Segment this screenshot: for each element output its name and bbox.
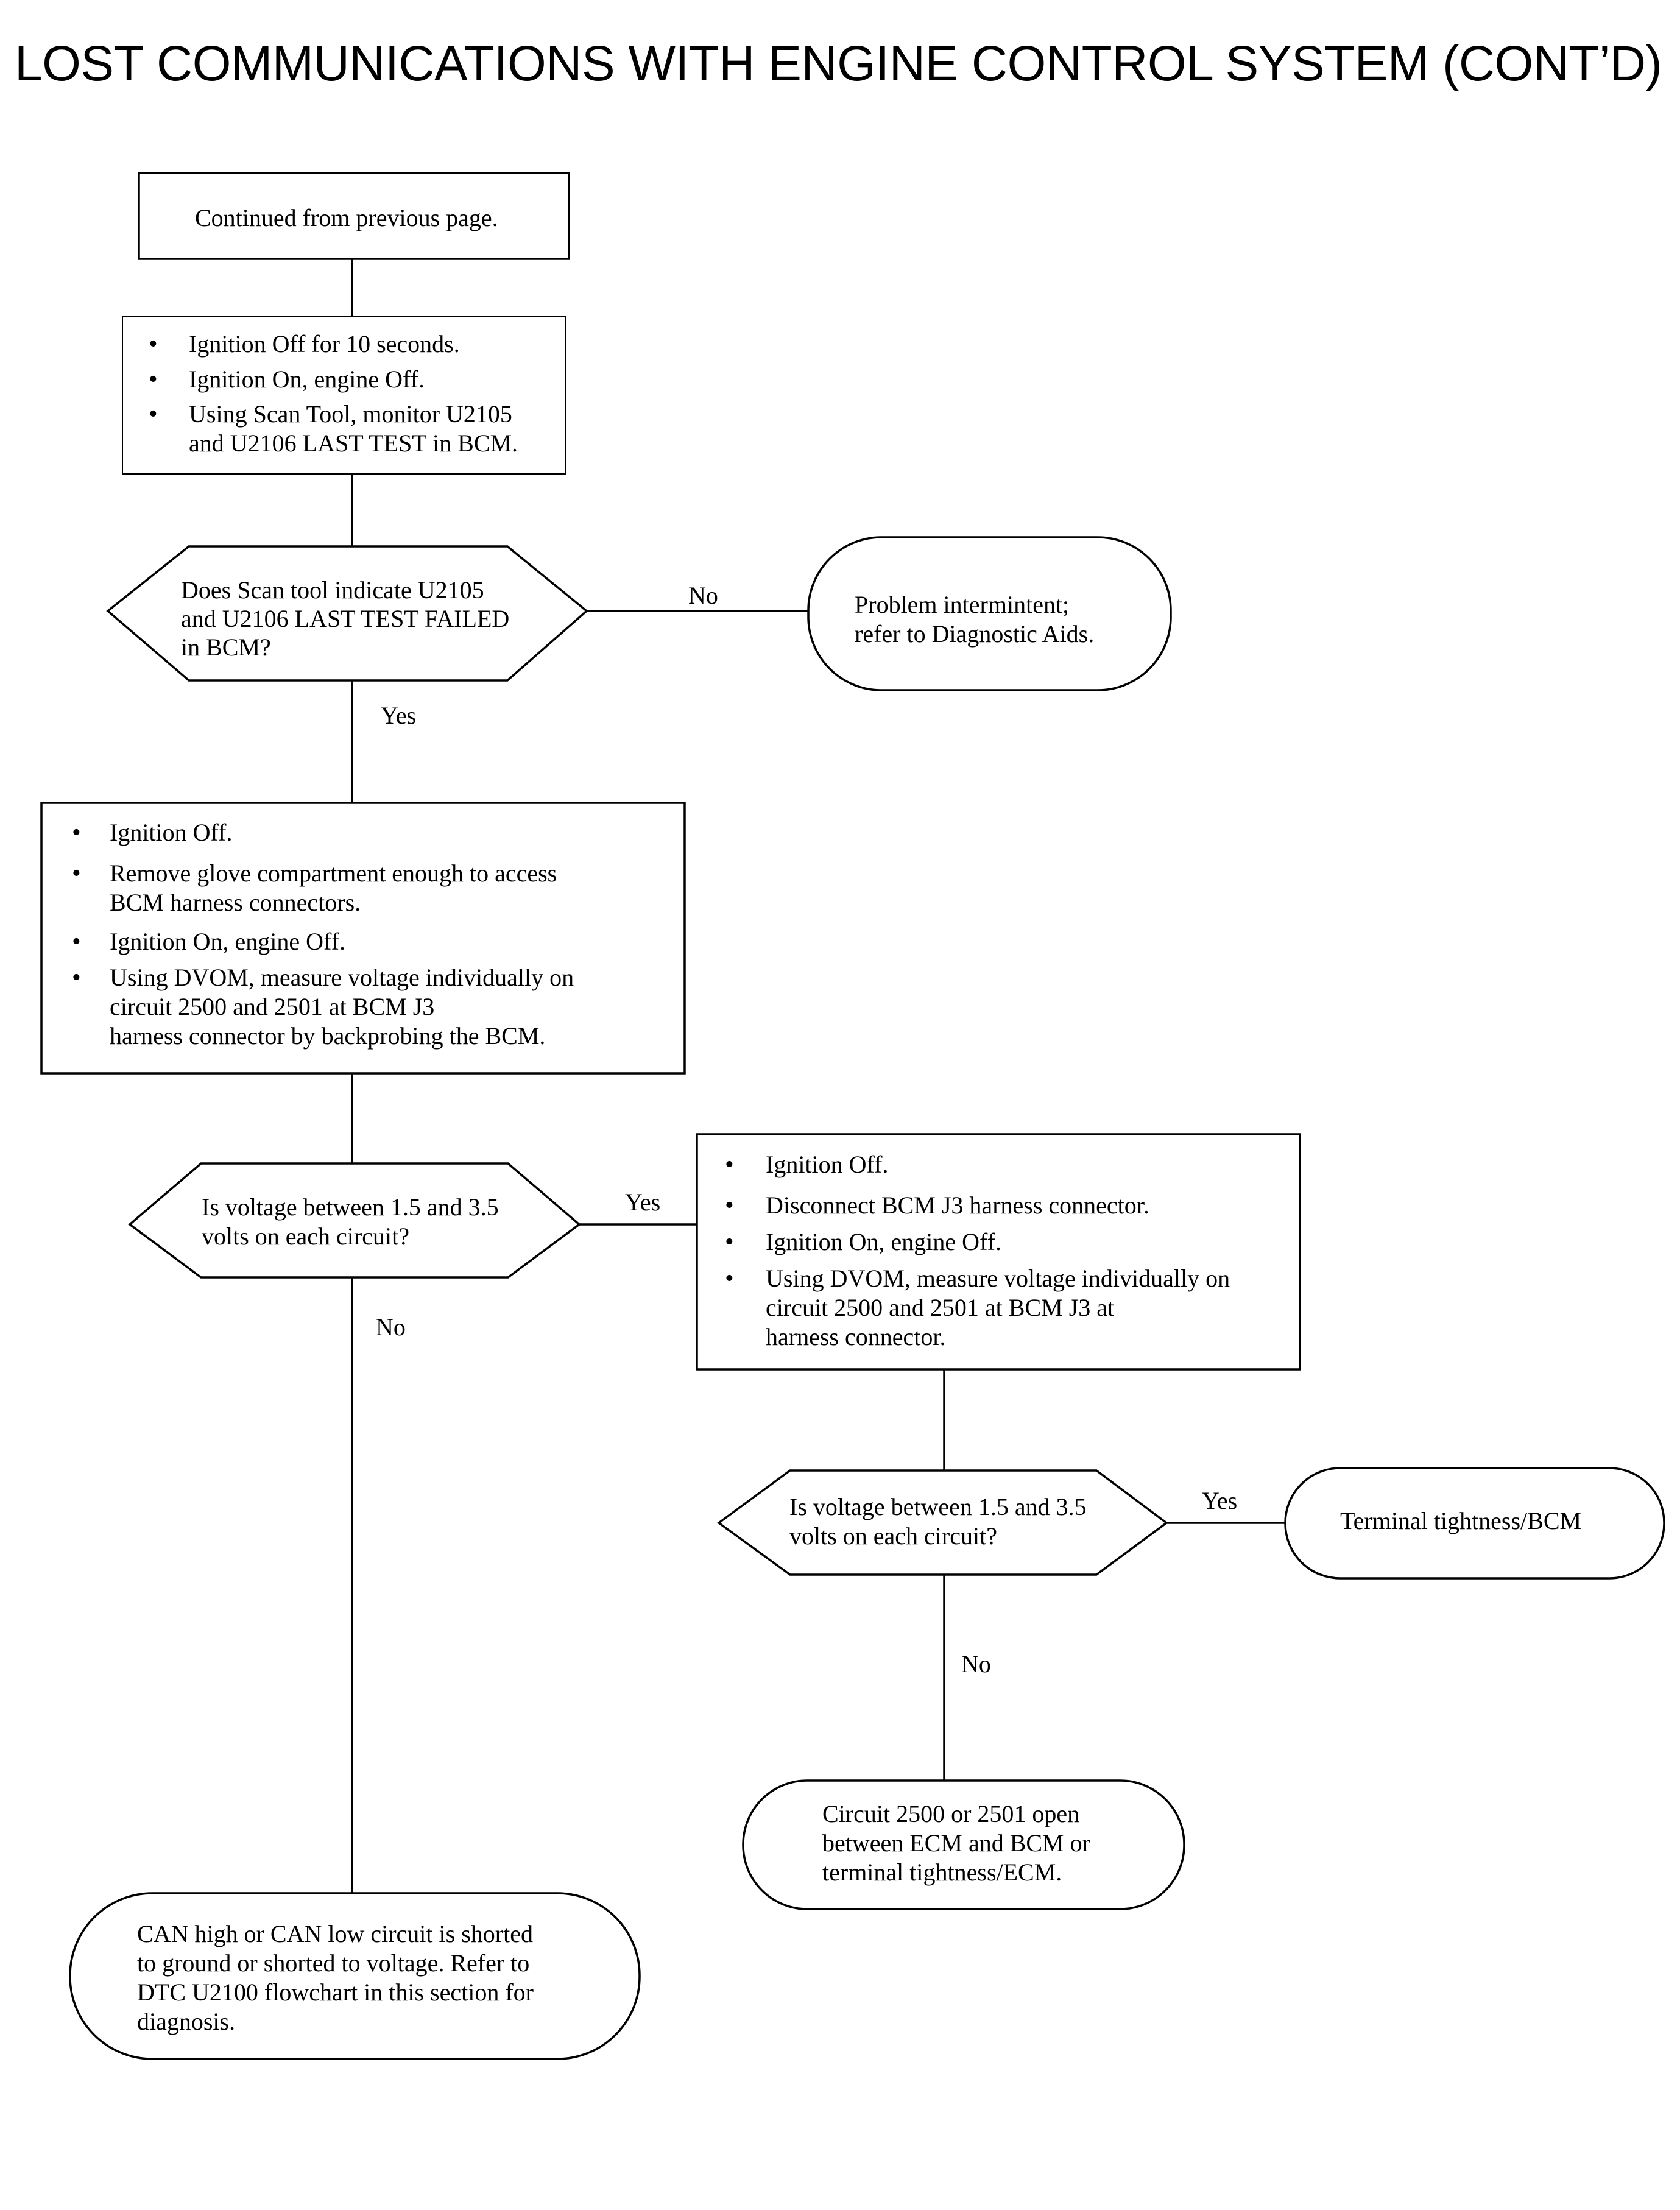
end-circuit-open-text: Circuit 2500 or 2501 open between ECM an…: [822, 1800, 1096, 1886]
step2-item-4-line-3: harness connector by backprobing the BCM…: [110, 1022, 545, 1050]
node-decision2: Is voltage between 1.5 and 3.5 volts on …: [128, 1162, 581, 1279]
step2-item-1: Ignition Off.: [110, 819, 232, 846]
step1-bullet-2: •: [149, 365, 158, 394]
node-start: Continued from previous page.: [138, 172, 570, 260]
node-step1: • Ignition Off for 10 seconds. • Ignitio…: [122, 316, 566, 475]
start-text: Continued from previous page.: [195, 204, 498, 231]
step1-item-1: Ignition Off for 10 seconds.: [189, 330, 460, 358]
step2-item-2-line-1: Remove glove compartment enough to acces…: [110, 860, 557, 887]
edge-label-d1-no: No: [688, 582, 718, 609]
node-end-intermittent: Problem intermintent; refer to Diagnosti…: [807, 536, 1172, 691]
step1-box: [122, 316, 566, 475]
step1-bullet-3: •: [149, 400, 158, 428]
step2-bullet-1: •: [72, 819, 81, 847]
decision2-text: Is voltage between 1.5 and 3.5 volts on …: [202, 1193, 505, 1250]
edge-label-d3-no: No: [961, 1650, 991, 1678]
end-can-short-line-3: DTC U2100 flowchart in this section for: [137, 1979, 534, 2006]
step3-item-4: Using DVOM, measure voltage individually…: [766, 1265, 1236, 1350]
step2-item-4-line-1: Using DVOM, measure voltage individually…: [110, 964, 574, 991]
step1-item-3: Using Scan Tool, monitor U2105 and U2106…: [189, 400, 518, 457]
step3-bullet-2: •: [725, 1191, 734, 1220]
step3-item-2: Disconnect BCM J3 harness connector.: [766, 1191, 1149, 1219]
step1-bullet-1: •: [149, 330, 158, 358]
step1-item-2: Ignition On, engine Off.: [189, 365, 425, 393]
decision3-line-1: Is voltage between 1.5 and 3.5: [789, 1493, 1087, 1520]
step3-item-4-line-1: Using DVOM, measure voltage individually…: [766, 1265, 1230, 1292]
end-intermittent-line-2: refer to Diagnostic Aids.: [855, 620, 1094, 648]
edge-label-d3-yes: Yes: [1202, 1487, 1237, 1514]
decision1-line-1: Does Scan tool indicate U2105: [181, 576, 484, 604]
decision3-line-2: volts on each circuit?: [789, 1522, 997, 1550]
edge-labels: No Yes Yes No Yes No: [376, 582, 1237, 1678]
step2-item-1-line-1: Ignition Off.: [110, 819, 232, 846]
decision1-line-3: in BCM?: [181, 634, 271, 661]
end-can-short-line-2: to ground or shorted to voltage. Refer t…: [137, 1949, 529, 1977]
step3-item-4-line-2: circuit 2500 and 2501 at BCM J3 at: [766, 1294, 1114, 1321]
step2-box: [40, 802, 686, 1075]
node-step3: • Ignition Off. • Disconnect BCM J3 harn…: [696, 1133, 1301, 1371]
step1-item-3-line-2: and U2106 LAST TEST in BCM.: [189, 429, 518, 457]
step2-bullet-2: •: [72, 860, 81, 888]
step3-item-2-line-1: Disconnect BCM J3 harness connector.: [766, 1191, 1149, 1219]
end-terminal-bcm-line-1: Terminal tightness/BCM: [1340, 1507, 1581, 1534]
step2-bullet-3: •: [72, 928, 81, 956]
node-end-can-short: CAN high or CAN low circuit is shorted t…: [69, 1892, 641, 2060]
edge-label-d1-yes: Yes: [381, 702, 416, 729]
node-end-terminal-bcm: Terminal tightness/BCM: [1284, 1467, 1665, 1580]
step3-bullet-3: •: [725, 1228, 734, 1256]
decision2-line-1: Is voltage between 1.5 and 3.5: [202, 1193, 499, 1221]
step1-item-2-line-1: Ignition On, engine Off.: [189, 365, 425, 393]
node-decision1: Does Scan tool indicate U2105 and U2106 …: [106, 545, 588, 682]
start-box: [138, 172, 570, 260]
step3-item-1-line-1: Ignition Off.: [766, 1151, 888, 1178]
decision2-diamond: [128, 1162, 581, 1279]
step3-item-3: Ignition On, engine Off.: [766, 1228, 1001, 1255]
edge-label-d2-no: No: [376, 1313, 406, 1341]
step3-item-4-line-3: harness connector.: [766, 1323, 945, 1350]
end-circuit-open-line-2: between ECM and BCM or: [822, 1829, 1090, 1857]
step2-item-4: Using DVOM, measure voltage individually…: [110, 964, 580, 1050]
step2-item-3: Ignition On, engine Off.: [110, 928, 345, 955]
decision2-line-2: volts on each circuit?: [202, 1223, 409, 1250]
end-can-short-text: CAN high or CAN low circuit is shorted t…: [137, 1920, 540, 2035]
step2-item-3-line-1: Ignition On, engine Off.: [110, 928, 345, 955]
step3-item-1: Ignition Off.: [766, 1151, 888, 1178]
step2-item-4-line-2: circuit 2500 and 2501 at BCM J3: [110, 993, 434, 1020]
step3-bullet-4: •: [725, 1265, 734, 1293]
page-title: LOST COMMUNICATIONS WITH ENGINE CONTROL …: [15, 36, 1662, 91]
decision3-diamond: [717, 1469, 1168, 1576]
decision1-line-2: and U2106 LAST TEST FAILED: [181, 605, 509, 632]
node-end-circuit-open: Circuit 2500 or 2501 open between ECM an…: [742, 1779, 1185, 1910]
decision1-text: Does Scan tool indicate U2105 and U2106 …: [181, 576, 515, 661]
decision3-text: Is voltage between 1.5 and 3.5 volts on …: [789, 1493, 1093, 1550]
step1-item-1-line-1: Ignition Off for 10 seconds.: [189, 330, 460, 358]
end-can-short-line-4: diagnosis.: [137, 2008, 235, 2035]
step2-item-2: Remove glove compartment enough to acces…: [110, 860, 563, 916]
end-circuit-open-line-3: terminal tightness/ECM.: [822, 1859, 1062, 1886]
edge-label-d2-yes: Yes: [625, 1188, 660, 1216]
end-intermittent-line-1: Problem intermintent;: [855, 591, 1069, 618]
end-intermittent-text: Problem intermintent; refer to Diagnosti…: [855, 591, 1094, 648]
end-can-short-terminal: [69, 1892, 641, 2060]
step1-item-3-line-1: Using Scan Tool, monitor U2105: [189, 400, 512, 428]
end-can-short-line-1: CAN high or CAN low circuit is shorted: [137, 1920, 533, 1947]
step3-item-3-line-1: Ignition On, engine Off.: [766, 1228, 1001, 1255]
end-terminal-bcm-text: Terminal tightness/BCM: [1340, 1507, 1581, 1534]
step3-bullet-1: •: [725, 1151, 734, 1179]
node-step2: • Ignition Off. • Remove glove compartme…: [40, 802, 686, 1075]
end-intermittent-terminal: [807, 536, 1172, 691]
decision1-diamond: [106, 545, 588, 682]
step2-bullet-4: •: [72, 964, 81, 992]
end-circuit-open-line-1: Circuit 2500 or 2501 open: [822, 1800, 1079, 1827]
start-line-1: Continued from previous page.: [195, 204, 498, 231]
end-terminal-bcm-terminal: [1284, 1467, 1665, 1580]
end-circuit-open-terminal: [742, 1779, 1185, 1910]
step2-item-2-line-2: BCM harness connectors.: [110, 889, 361, 916]
step3-box: [696, 1133, 1301, 1371]
connectors: [351, 259, 1285, 1893]
node-decision3: Is voltage between 1.5 and 3.5 volts on …: [717, 1469, 1168, 1576]
